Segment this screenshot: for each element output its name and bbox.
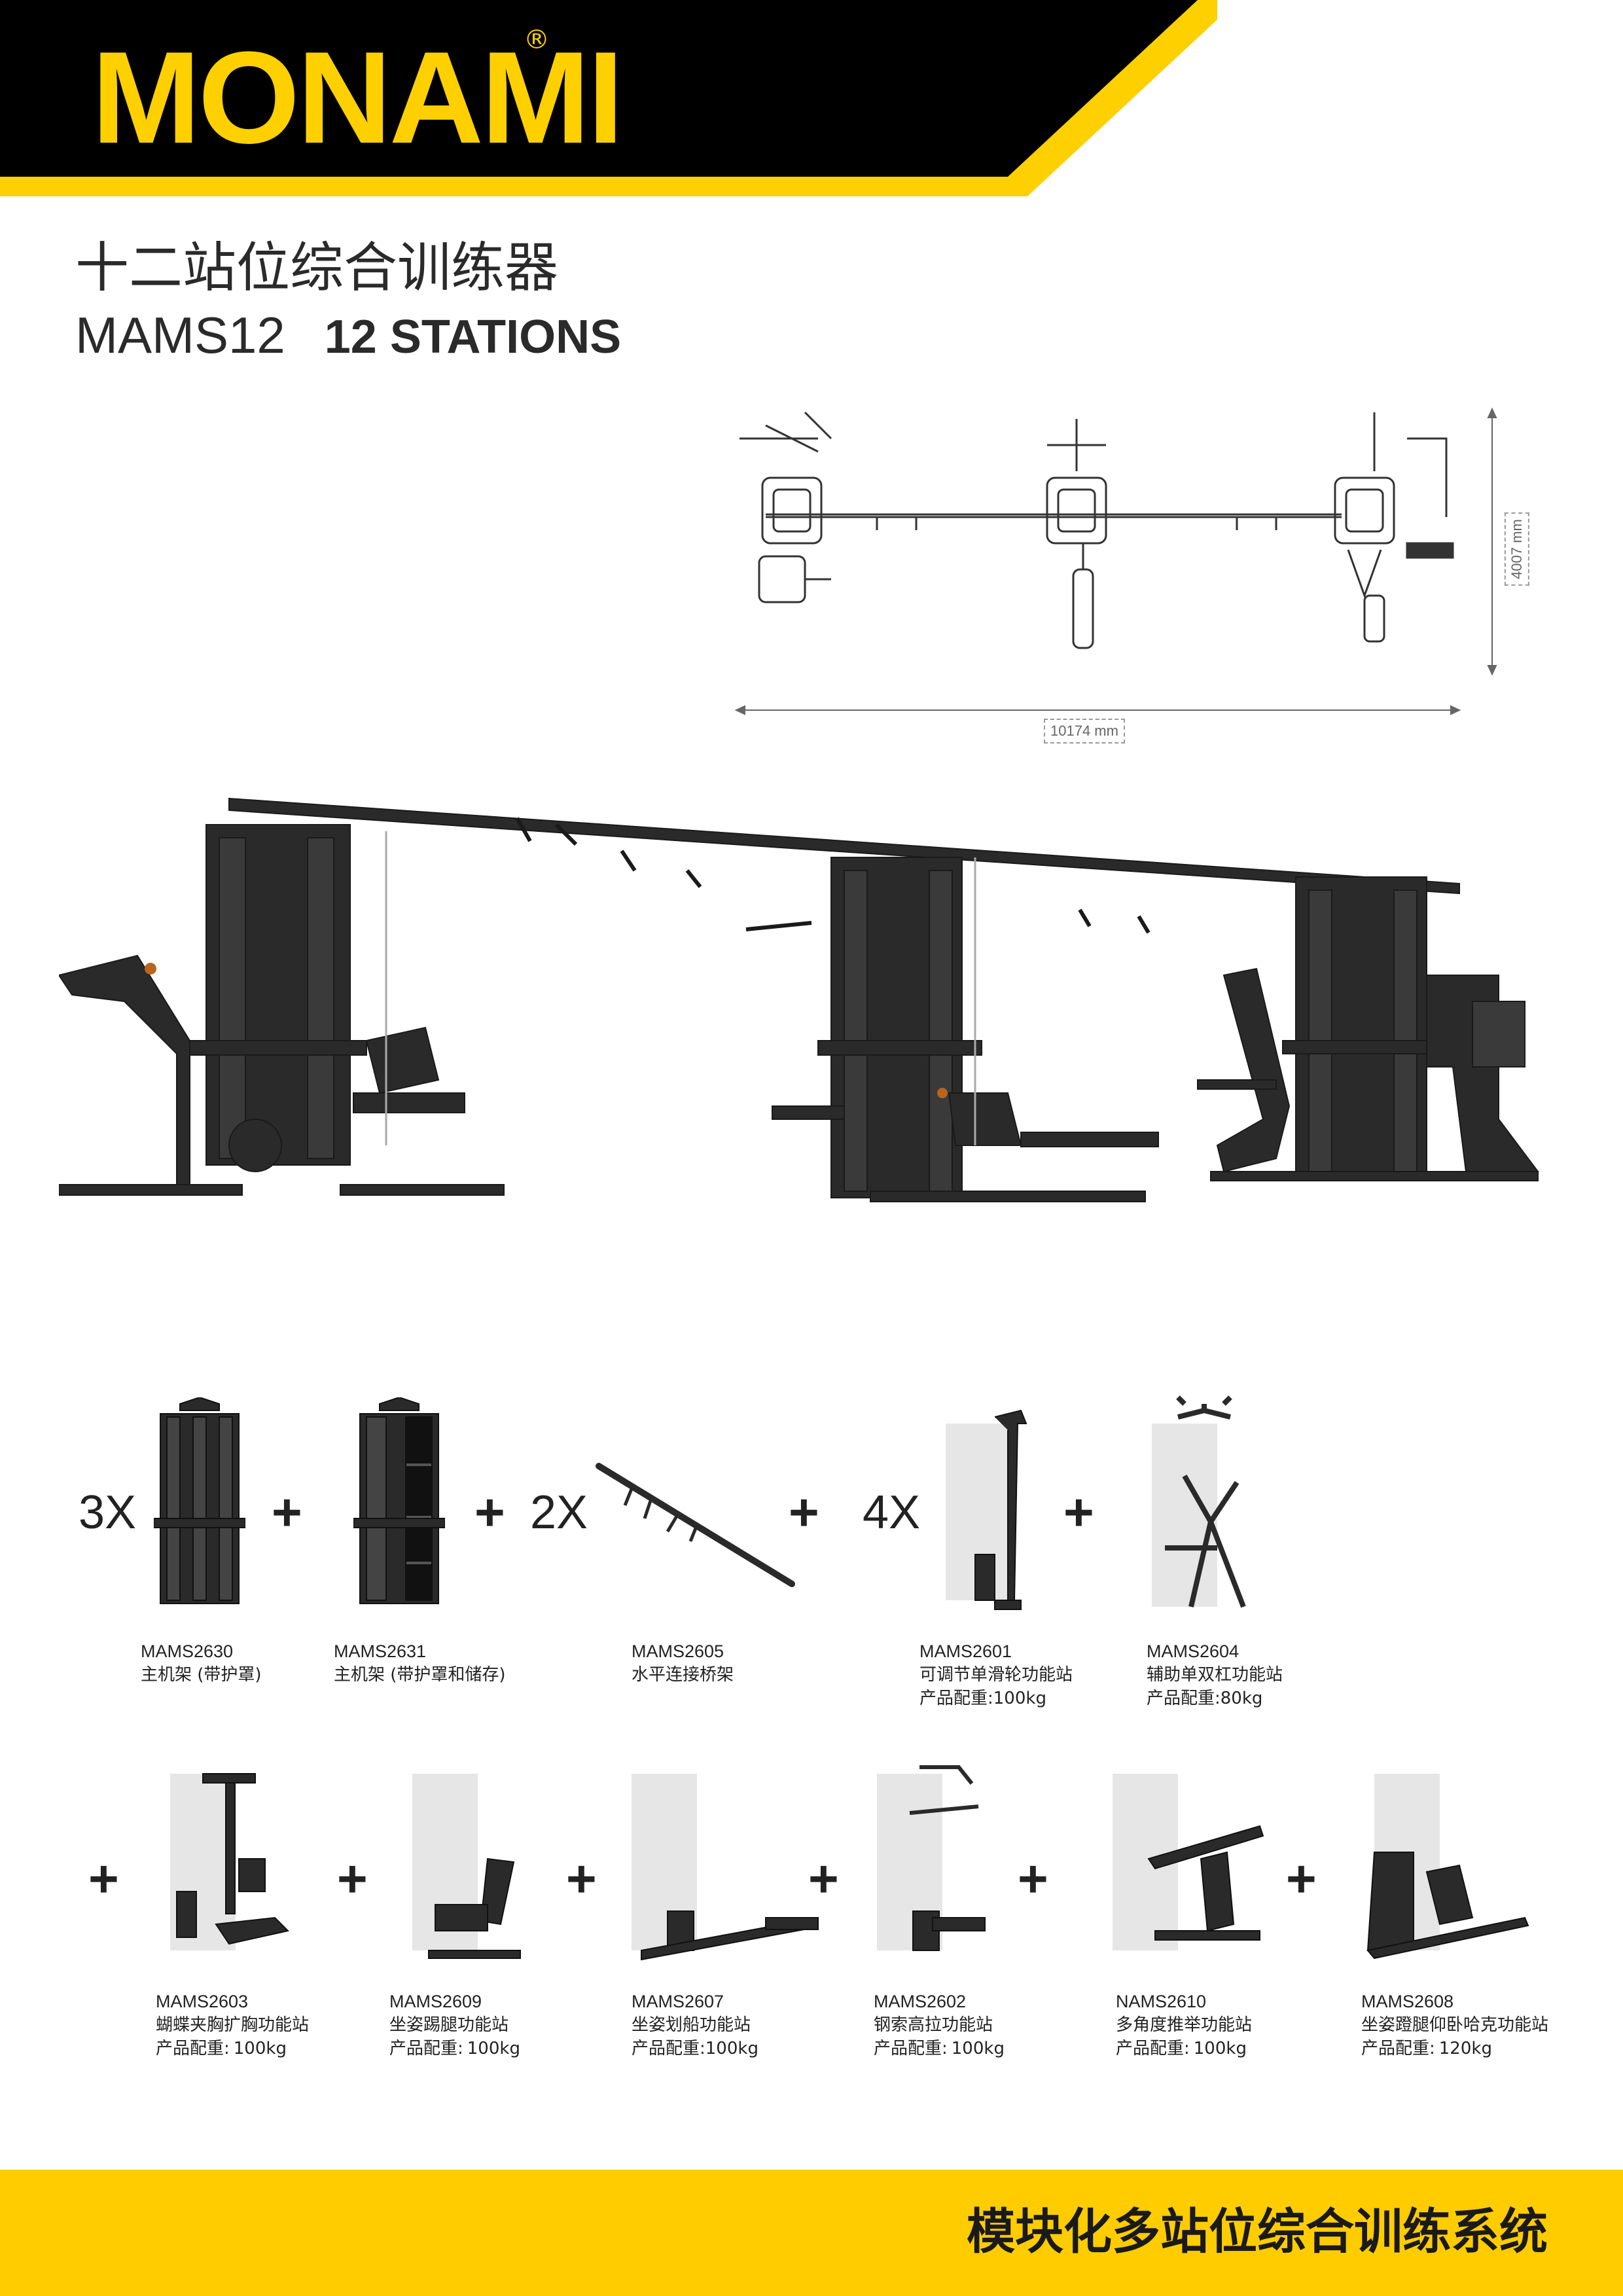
brand-logo: MONAMI <box>92 25 624 171</box>
footer-bar <box>0 2170 1623 2296</box>
stations-label: 12 STATIONS <box>324 311 622 363</box>
page-title-cn: 十二站位综合训练器 <box>75 237 559 299</box>
component-label: MAMS2630 主机架 (带护罩) <box>141 1641 262 1685</box>
page-title-en: MAMS12 12 STATIONS <box>75 302 621 370</box>
footer-slogan: 模块化多站位综合训练系统 <box>967 2204 1548 2260</box>
leg-extension-station-image <box>412 1774 521 1959</box>
pec-fly-station-image <box>170 1773 289 1950</box>
main-frame-image <box>154 1397 245 1604</box>
seated-row-station-image <box>632 1774 819 1961</box>
component-label: MAMS2605 水平连接桥架 <box>632 1641 734 1685</box>
plus-sign: + <box>88 1850 119 1908</box>
plus-sign: + <box>1018 1850 1048 1908</box>
plus-sign: + <box>808 1850 839 1908</box>
component-label: MAMS2604 辅助单双杠功能站 产品配重:80kg <box>1147 1641 1283 1708</box>
header-banner <box>0 0 1217 196</box>
lat-pulldown-station-image <box>877 1765 986 1951</box>
bridge-bar-image <box>596 1463 795 1587</box>
depth-dimension: 4007 mm <box>1504 512 1529 586</box>
component-label: MAMS2601 可调节单滑轮功能站 产品配重:100kg <box>919 1641 1073 1708</box>
width-dimension: 10174 mm <box>1044 719 1125 744</box>
model-number: MAMS12 <box>75 306 285 364</box>
plus-sign: + <box>1286 1850 1317 1908</box>
plus-sign: + <box>272 1483 302 1541</box>
plus-sign: + <box>789 1483 819 1541</box>
component-label: MAMS2609 坐姿踢腿功能站 产品配重:100kg <box>389 1992 520 2058</box>
component-label: MAMS2603 蝴蝶夹胸扩胸功能站 产品配重:100kg <box>156 1992 310 2058</box>
component-label: MAMS2607 坐姿划船功能站 产品配重:100kg <box>632 1992 758 2058</box>
adjustable-pulley-station-image <box>946 1409 1027 1610</box>
registered-mark: ® <box>524 25 550 55</box>
quantity-multiplier: 2X <box>530 1486 588 1539</box>
main-product-image <box>59 797 1539 1202</box>
component-label: MAMS2602 钢索高拉功能站 产品配重:100kg <box>874 1992 1005 2058</box>
plus-sign: + <box>1063 1483 1094 1541</box>
plus-sign: + <box>337 1850 368 1908</box>
leg-press-hack-squat-station-image <box>1366 1774 1529 1960</box>
plus-sign: + <box>566 1850 597 1908</box>
main-frame-storage-image <box>353 1397 445 1604</box>
component-label: NAMS2610 多角度推举功能站 产品配重:100kg <box>1116 1992 1253 2058</box>
quantity-multiplier: 4X <box>863 1486 921 1539</box>
component-label: MAMS2608 坐姿蹬腿仰卧哈克功能站 产品配重:120kg <box>1361 1992 1549 2058</box>
assisted-dip-station-image <box>1152 1395 1246 1608</box>
component-label: MAMS2631 主机架 (带护罩和储存) <box>334 1641 506 1685</box>
plus-sign: + <box>474 1483 505 1541</box>
multi-press-station-image <box>1113 1774 1264 1950</box>
quantity-multiplier: 3X <box>79 1486 137 1539</box>
floor-plan-drawing <box>734 407 1497 715</box>
